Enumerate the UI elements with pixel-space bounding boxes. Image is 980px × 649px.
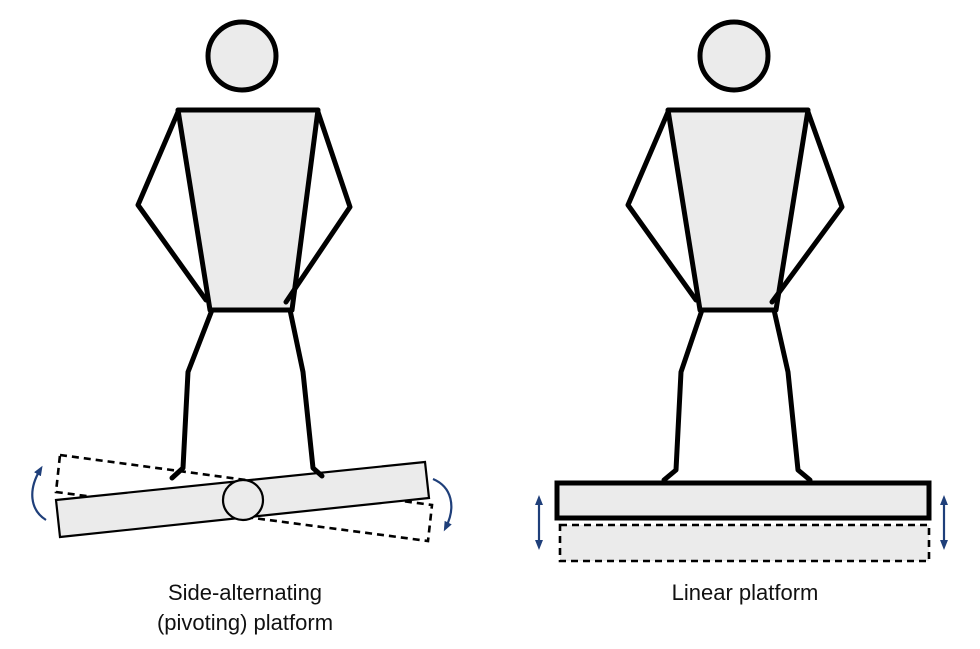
right-leg-right (771, 307, 813, 483)
right-platform-dashed (558, 523, 931, 563)
right-head (697, 19, 771, 93)
left-platform-dashed (54, 453, 434, 543)
pivot-circle (221, 478, 265, 522)
left-arm-right (283, 109, 353, 305)
right-figure (535, 19, 948, 563)
right-rotation-arrow (432, 477, 453, 532)
right-platform-solid (554, 480, 932, 521)
right-caption-line1: Linear platform (671, 580, 819, 605)
right-arm-right (769, 109, 845, 305)
left-figure (31, 19, 453, 543)
right-leg-left (661, 307, 705, 483)
left-arm-left (135, 109, 209, 303)
left-leg-left (169, 307, 215, 481)
left-caption-line2: (pivoting) platform (156, 610, 334, 635)
left-caption-line1: Side-alternating (167, 580, 323, 605)
right-caption: Linear platform (595, 578, 895, 608)
left-torso (175, 107, 321, 313)
left-rotation-arrow (31, 465, 47, 521)
left-caption: Side-alternating (pivoting) platform (95, 578, 395, 638)
left-leg-right (287, 307, 325, 479)
right-arm-left (625, 109, 699, 303)
left-head (205, 19, 279, 93)
